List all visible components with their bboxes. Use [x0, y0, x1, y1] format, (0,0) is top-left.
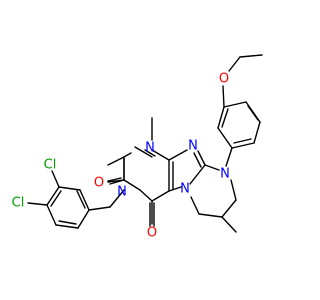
bond: [217, 127, 233, 149]
bond: [221, 216, 237, 233]
bond: [222, 85, 225, 108]
bond: [58, 186, 81, 191]
atom-cl-upper-label: Cl: [44, 158, 57, 173]
bond: [197, 150, 206, 166]
bond: [58, 220, 77, 225]
structure-canvas: N N O O N N N O Cl Cl: [11, 54, 263, 241]
atom-label-layer: N N O O N N N O Cl Cl: [12, 72, 230, 241]
bond: [55, 224, 79, 229]
bond: [198, 213, 223, 218]
atom-n1-label: N: [145, 141, 155, 156]
molecule-drawing: N N O O N N N O Cl Cl: [12, 54, 263, 241]
bond: [109, 179, 125, 185]
bond: [76, 190, 86, 209]
bond: [151, 149, 170, 161]
bond: [109, 189, 125, 208]
atom-n-imidazole-label: N: [188, 139, 198, 154]
bond: [50, 190, 62, 207]
bond-layer: [27, 54, 263, 233]
atom-n3-label: N: [117, 185, 127, 200]
bond: [46, 186, 60, 206]
bond: [239, 54, 263, 58]
bond: [193, 152, 202, 168]
bond: [46, 204, 57, 226]
bond: [123, 152, 132, 158]
bond: [231, 142, 255, 149]
bond: [88, 206, 111, 211]
bond: [51, 170, 60, 188]
bond: [204, 164, 220, 171]
bond: [233, 138, 252, 144]
atom-n-aryl-label: N: [220, 167, 230, 182]
bond: [77, 209, 90, 229]
bond: [221, 199, 237, 218]
bond: [168, 149, 188, 161]
bond: [247, 105, 259, 121]
bond: [27, 202, 48, 206]
bond: [107, 177, 122, 182]
bond: [190, 196, 200, 215]
bond: [223, 101, 247, 108]
atom-o-c4-label: O: [147, 226, 157, 241]
bond: [107, 156, 125, 166]
bond: [217, 106, 225, 129]
bond: [151, 190, 170, 202]
bond: [79, 189, 90, 211]
bond: [189, 164, 206, 185]
bond: [139, 189, 153, 202]
atom-cl-lower-label: Cl: [12, 196, 25, 211]
atom-n-bridge-label: N: [180, 182, 190, 197]
bond: [168, 186, 182, 192]
bond: [144, 149, 156, 157]
bond: [123, 179, 141, 191]
atom-o-c2-label: O: [94, 176, 104, 191]
bond: [134, 146, 153, 158]
atom-o-ether-label: O: [219, 72, 229, 87]
bond: [221, 108, 229, 128]
bond: [228, 56, 241, 72]
bond: [225, 147, 233, 167]
bond: [253, 121, 261, 144]
bond: [230, 179, 237, 201]
